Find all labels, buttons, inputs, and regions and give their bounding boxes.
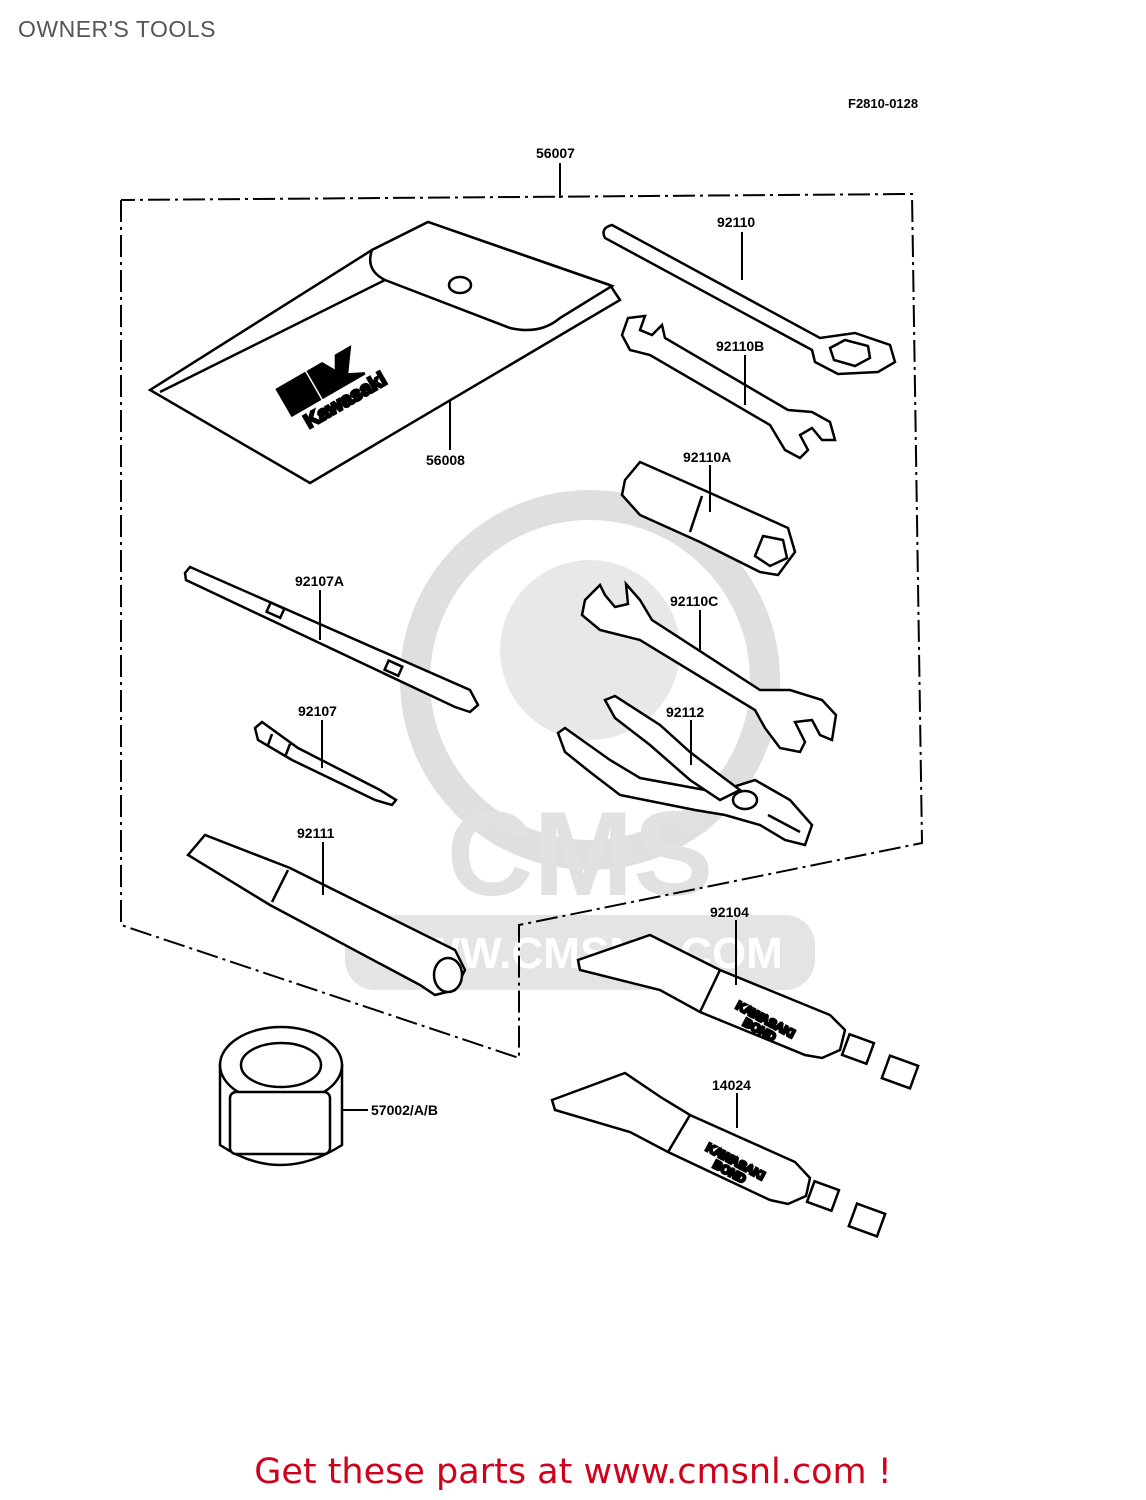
screwdriver-shaft [183,565,480,714]
plug-socket [620,460,797,577]
part-labels: 56007 56008 92110 92110B 92110A 92110C 9… [295,145,764,1118]
pliers [556,694,814,847]
label-57002: 57002/A/B [371,1102,438,1118]
page-title: OWNER'S TOOLS [18,16,216,42]
kit-outline [120,163,924,1060]
label-92110: 92110 [717,214,755,230]
label-92110C: 92110C [670,593,718,609]
screwdriver-bit [253,720,398,807]
label-56007: 56007 [536,145,575,161]
label-92107A: 92107A [295,573,344,589]
label-92107: 92107 [298,703,337,719]
label-14024: 14024 [712,1077,751,1093]
grease-can [218,1025,344,1167]
bond-tube-14024: KAWASAKI BOND [550,1071,887,1239]
footer-link[interactable]: Get these parts at www.cmsnl.com ! [254,1452,892,1492]
label-92110A: 92110A [683,449,731,465]
open-spanner-large [580,580,838,754]
screwdriver-grip [186,833,467,997]
figure-code: F2810-0128 [848,96,918,111]
label-56008: 56008 [426,452,465,468]
label-92110B: 92110B [716,338,764,354]
open-spanner-small [620,314,837,460]
label-92104: 92104 [710,904,749,920]
ring-spanner [602,223,897,376]
leader-lines [319,232,746,1128]
label-92111: 92111 [297,825,335,841]
tool-pouch: Kawasaki [147,220,622,485]
label-92112: 92112 [666,704,704,720]
watermark-brand: CMS [447,787,714,921]
